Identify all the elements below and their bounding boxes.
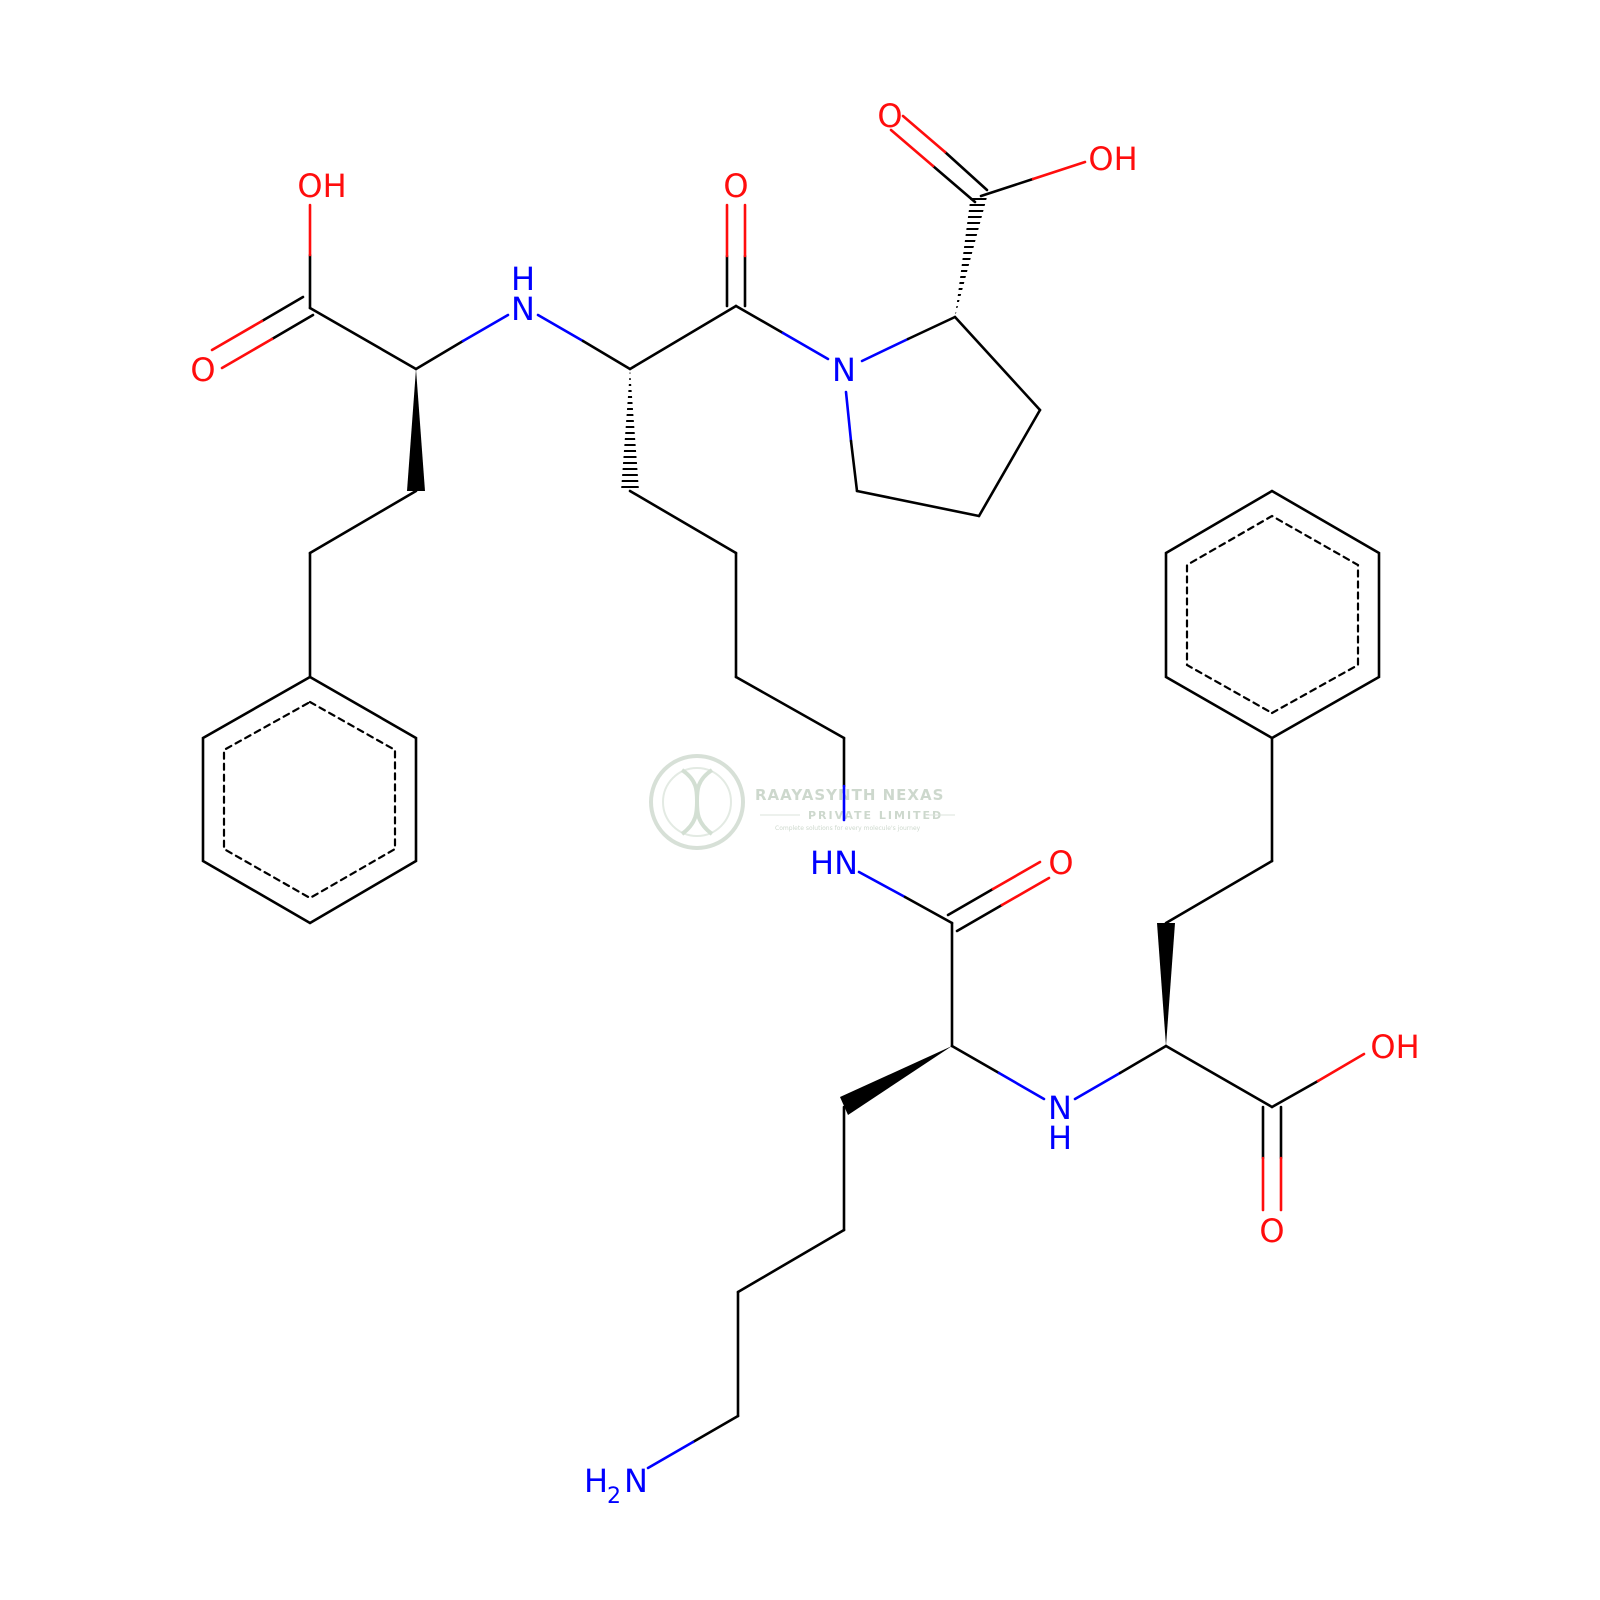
bond [857, 870, 907, 899]
atom-nh2-h: H [584, 1462, 608, 1500]
benzene-right-aromatic [1185, 514, 1360, 715]
atom-o-bottom-right: O [1259, 1212, 1284, 1250]
bond [220, 337, 274, 370]
bond [943, 150, 989, 192]
bond [414, 339, 465, 371]
bond [1164, 1044, 1274, 1109]
bond [461, 313, 510, 343]
atom-nh-bottom-h: H [1048, 1119, 1072, 1157]
watermark-tagline: Complete solutions for every molecule's … [775, 825, 921, 832]
bond [903, 895, 954, 925]
watermark-entity: PRIVATE LIMITED [808, 809, 943, 822]
bond [270, 313, 315, 341]
atom-hn-mid: HN [810, 844, 858, 882]
bond [1164, 859, 1274, 925]
benzene-right [1164, 489, 1381, 740]
atom-o-top-left: O [190, 351, 215, 389]
watermark: RAAYASYNTH NEXAS PRIVATE LIMITED Complet… [649, 754, 955, 850]
benzene-left-aromatic [222, 700, 397, 900]
watermark-company: RAAYASYNTH NEXAS [755, 786, 944, 804]
atom-nh2-subscript: 2 [607, 1484, 621, 1509]
wedge-bond [407, 369, 425, 491]
bond [1270, 1079, 1320, 1109]
bond [1000, 876, 1051, 907]
atom-o-proline-carbonyl: O [877, 97, 902, 135]
bond [210, 319, 264, 352]
hash-bond [621, 369, 639, 491]
watermark-logo-inner [662, 767, 732, 837]
stereo-bonds [407, 194, 1175, 1115]
bond [581, 339, 632, 371]
bond [844, 390, 853, 443]
bond [260, 295, 305, 323]
bond [901, 114, 947, 154]
bond [628, 304, 738, 371]
bond [736, 1228, 846, 1294]
bond [997, 1071, 1046, 1101]
bond [889, 128, 935, 168]
atom-nh-top-h: H [511, 260, 535, 298]
bond [855, 489, 981, 518]
watermark-logo-icon [649, 754, 745, 850]
atom-o-amide-top: O [723, 167, 748, 205]
bond [1031, 160, 1087, 181]
atom-nh-bottom-n: N [1048, 1089, 1072, 1127]
atom-labels: OH O H N O N O OH HN O N H OH O H 2 N [190, 97, 1419, 1509]
bond [849, 439, 859, 493]
bond [734, 304, 785, 335]
atom-nh-top-n: N [511, 290, 535, 328]
bond [953, 315, 1042, 412]
bond [906, 315, 957, 341]
bond [781, 331, 830, 361]
hetero-bonds [210, 114, 1366, 1470]
bond [1316, 1052, 1366, 1083]
bond [734, 675, 846, 740]
benzene-left [201, 675, 418, 925]
bond [931, 164, 977, 204]
atom-oh-proline: OH [1088, 140, 1137, 178]
bond [691, 1414, 740, 1444]
bond [536, 313, 585, 343]
carbon-bonds [201, 304, 1381, 1418]
bond [950, 1044, 1001, 1075]
bond [308, 489, 418, 555]
bond [628, 489, 738, 555]
atom-oh-bottom-right: OH [1370, 1028, 1419, 1066]
bond [977, 408, 1042, 518]
atom-nh2-n: N [624, 1462, 648, 1500]
bond [1073, 1071, 1122, 1101]
bond [646, 1440, 695, 1470]
bond [860, 337, 910, 363]
bond [1118, 1044, 1168, 1075]
atom-oh-top-left: OH [297, 167, 346, 205]
bond [955, 903, 1004, 933]
atom-o-amide-mid: O [1048, 844, 1073, 882]
bond [946, 887, 995, 917]
bond [308, 306, 418, 371]
wedge-bond [840, 1046, 952, 1115]
atom-n-proline: N [832, 351, 856, 389]
hash-bond [955, 194, 987, 317]
bond [979, 177, 1035, 198]
wedge-bond [1157, 923, 1175, 1046]
watermark-helix-icon [680, 768, 714, 836]
bond [991, 860, 1042, 891]
